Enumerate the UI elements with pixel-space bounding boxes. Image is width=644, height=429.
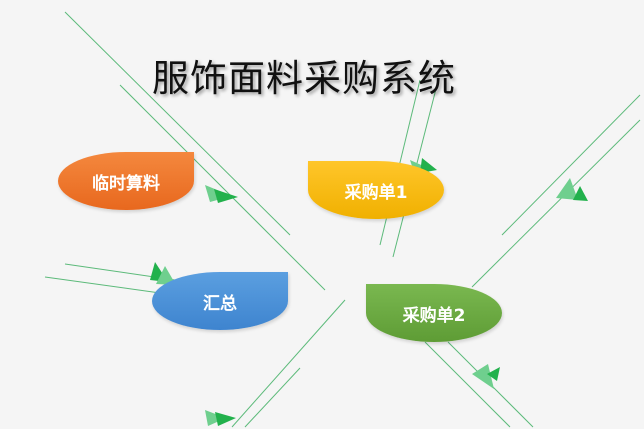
node-purchase-order-1[interactable]: 采购单1 (308, 161, 444, 219)
connector-line (44, 276, 161, 294)
arrow-icon (487, 367, 500, 381)
connector-line (501, 94, 641, 236)
node-label: 临时算料 (92, 173, 160, 194)
connector-line (231, 299, 346, 428)
page-title: 服饰面料采购系统 (152, 57, 456, 100)
connector-line (244, 367, 301, 428)
arrow-icon (214, 189, 238, 203)
arrow-icon (215, 412, 236, 426)
arrow-icon (573, 186, 588, 201)
node-summary[interactable]: 汇总 (152, 272, 288, 330)
node-purchase-order-2[interactable]: 采购单2 (366, 284, 502, 342)
node-temp-material[interactable]: 临时算料 (58, 152, 194, 210)
arrow-icon (205, 410, 226, 426)
arrow-icon (472, 364, 494, 389)
node-label: 采购单2 (402, 305, 466, 326)
connector-line (64, 11, 291, 236)
connector-line (471, 119, 641, 288)
arrow-icon (556, 178, 578, 200)
connector-line (424, 341, 511, 428)
node-label: 采购单1 (344, 182, 408, 203)
node-label: 汇总 (203, 293, 237, 314)
connector-line (119, 84, 326, 291)
